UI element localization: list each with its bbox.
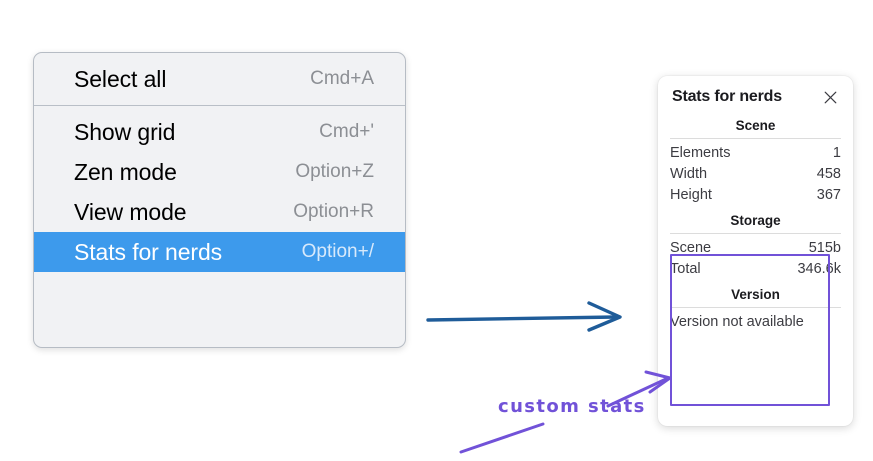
stats-row-value: 458	[816, 165, 841, 182]
stats-row-value: 346.6k	[797, 260, 841, 277]
menu-item-label: Select all	[74, 65, 167, 92]
stats-section-divider	[670, 138, 841, 139]
stats-row-width: Width 458	[670, 163, 841, 184]
stats-panel-header: Stats for nerds	[658, 76, 853, 110]
stats-row-key: Height	[670, 186, 712, 203]
stats-section-divider	[670, 307, 841, 308]
menu-separator	[34, 105, 405, 106]
menu-item-shortcut: Option+Z	[295, 161, 374, 182]
menu-item-show-grid[interactable]: Show grid Cmd+'	[34, 112, 405, 152]
stats-row-value: 367	[816, 186, 841, 203]
blue-arrow	[426, 301, 622, 332]
stats-row-height: Height 367	[670, 184, 841, 205]
purple-underline-stroke	[459, 422, 545, 454]
stats-section-title-version: Version	[731, 287, 780, 302]
menu-item-label: View mode	[74, 198, 187, 225]
stats-row-key: Elements	[670, 144, 731, 161]
stats-row-key: Width	[670, 165, 708, 182]
stats-row-elements: Elements 1	[670, 142, 841, 163]
stats-row-version-value: Version not available	[670, 314, 804, 330]
stats-row-key: Total	[670, 260, 701, 277]
menu-item-zen-mode[interactable]: Zen mode Option+Z	[34, 152, 405, 192]
stats-row-storage-total: Total 346.6k	[670, 258, 841, 279]
menu-item-shortcut: Cmd+A	[310, 68, 374, 89]
context-menu-group-2: Show grid Cmd+' Zen mode Option+Z View m…	[34, 106, 405, 278]
menu-item-stats-for-nerds[interactable]: Stats for nerds Option+/	[34, 232, 405, 272]
menu-item-label: Show grid	[74, 118, 176, 145]
close-icon[interactable]	[821, 88, 839, 106]
menu-item-shortcut: Option+/	[301, 241, 374, 262]
stats-section-title-storage: Storage	[730, 213, 781, 228]
stats-row-value: 1	[832, 144, 841, 161]
menu-item-shortcut: Cmd+'	[319, 121, 374, 142]
menu-item-label: Stats for nerds	[74, 238, 223, 265]
context-menu-group-1: Select all Cmd+A	[34, 53, 405, 105]
menu-item-view-mode[interactable]: View mode Option+R	[34, 192, 405, 232]
context-menu[interactable]: Select all Cmd+A Show grid Cmd+' Zen mod…	[33, 52, 406, 348]
custom-stats-annotation-label: custom stats	[498, 396, 646, 417]
menu-item-select-all[interactable]: Select all Cmd+A	[34, 59, 405, 99]
stats-panel-body: Scene Elements 1 Width 458 Height 367 St…	[658, 110, 853, 343]
stats-row-storage-scene: Scene 515b	[670, 237, 841, 258]
stats-for-nerds-panel: Stats for nerds Scene Elements 1 Width 4…	[658, 76, 853, 426]
menu-item-label: Zen mode	[74, 158, 177, 185]
stats-row-value: 515b	[808, 239, 841, 256]
stats-panel-title: Stats for nerds	[672, 88, 782, 105]
stats-row-key: Scene	[670, 239, 712, 256]
menu-item-shortcut: Option+R	[293, 201, 374, 222]
stats-section-title-scene: Scene	[735, 118, 776, 133]
stats-section-divider	[670, 233, 841, 234]
